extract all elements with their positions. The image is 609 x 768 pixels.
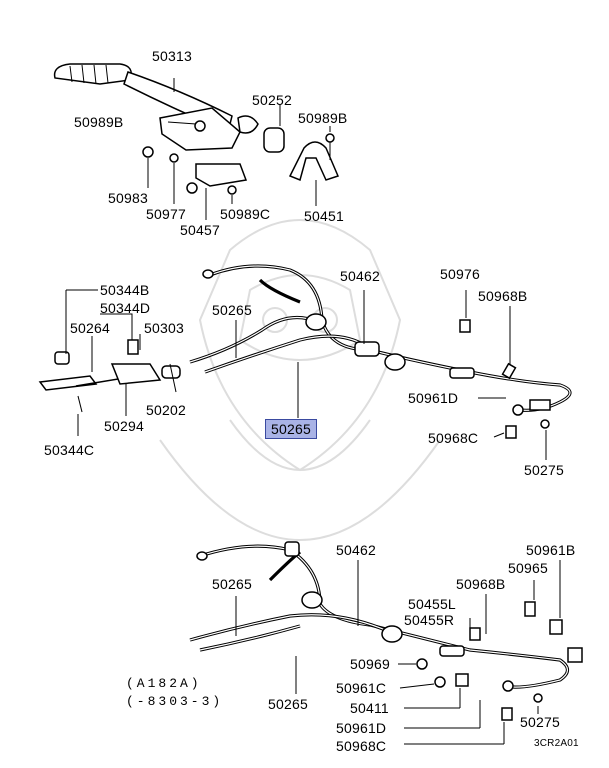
label-50965: 50965: [508, 560, 548, 576]
diagram-code: 3CR2A01: [534, 738, 579, 749]
label-50961d: 50961D: [408, 390, 459, 406]
label-50265: 50265: [212, 576, 252, 592]
label-50961b: 50961B: [526, 542, 576, 558]
label-50462: 50462: [336, 542, 376, 558]
label-50968c: 50968C: [336, 738, 387, 754]
label-50252: 50252: [252, 92, 292, 108]
label-50455r: 50455R: [404, 612, 455, 628]
label-50989b: 50989B: [74, 114, 124, 130]
label-50344c: 50344C: [44, 442, 95, 458]
label-50344d: 50344D: [100, 300, 151, 316]
label-50983: 50983: [108, 190, 148, 206]
label-50202: 50202: [146, 402, 186, 418]
parking-brake-lever: [53, 63, 340, 220]
label-50457: 50457: [180, 222, 220, 238]
watermark-logo: [159, 219, 441, 541]
label-50313: 50313: [152, 48, 192, 64]
label-50264: 50264: [70, 320, 110, 336]
label-50462: 50462: [340, 268, 380, 284]
label-50989b: 50989B: [298, 110, 348, 126]
note-model-code: (A182A): [126, 676, 202, 691]
label-50968b: 50968B: [456, 576, 506, 592]
note-date-range: (-8303-3): [126, 694, 224, 709]
label-50344b: 50344B: [100, 282, 150, 298]
label-50989c: 50989C: [220, 206, 271, 222]
label-50265: 50265: [212, 302, 252, 318]
label-50961c: 50961C: [336, 680, 387, 696]
label-50265-highlighted[interactable]: 50265: [265, 419, 317, 439]
cable-assembly-mid: [38, 264, 572, 460]
label-50977: 50977: [146, 206, 186, 222]
label-50455l: 50455L: [408, 596, 456, 612]
cable-assembly-lower: [189, 541, 583, 745]
label-50275: 50275: [520, 714, 560, 730]
label-50303: 50303: [144, 320, 184, 336]
label-50275: 50275: [524, 462, 564, 478]
label-50968b: 50968B: [478, 288, 528, 304]
label-50969: 50969: [350, 656, 390, 672]
label-50294: 50294: [104, 418, 144, 434]
label-50961d: 50961D: [336, 720, 387, 736]
label-50451: 50451: [304, 208, 344, 224]
label-50968c: 50968C: [428, 430, 479, 446]
label-50976: 50976: [440, 266, 480, 282]
label-50411: 50411: [350, 700, 389, 716]
label-50265: 50265: [268, 696, 308, 712]
